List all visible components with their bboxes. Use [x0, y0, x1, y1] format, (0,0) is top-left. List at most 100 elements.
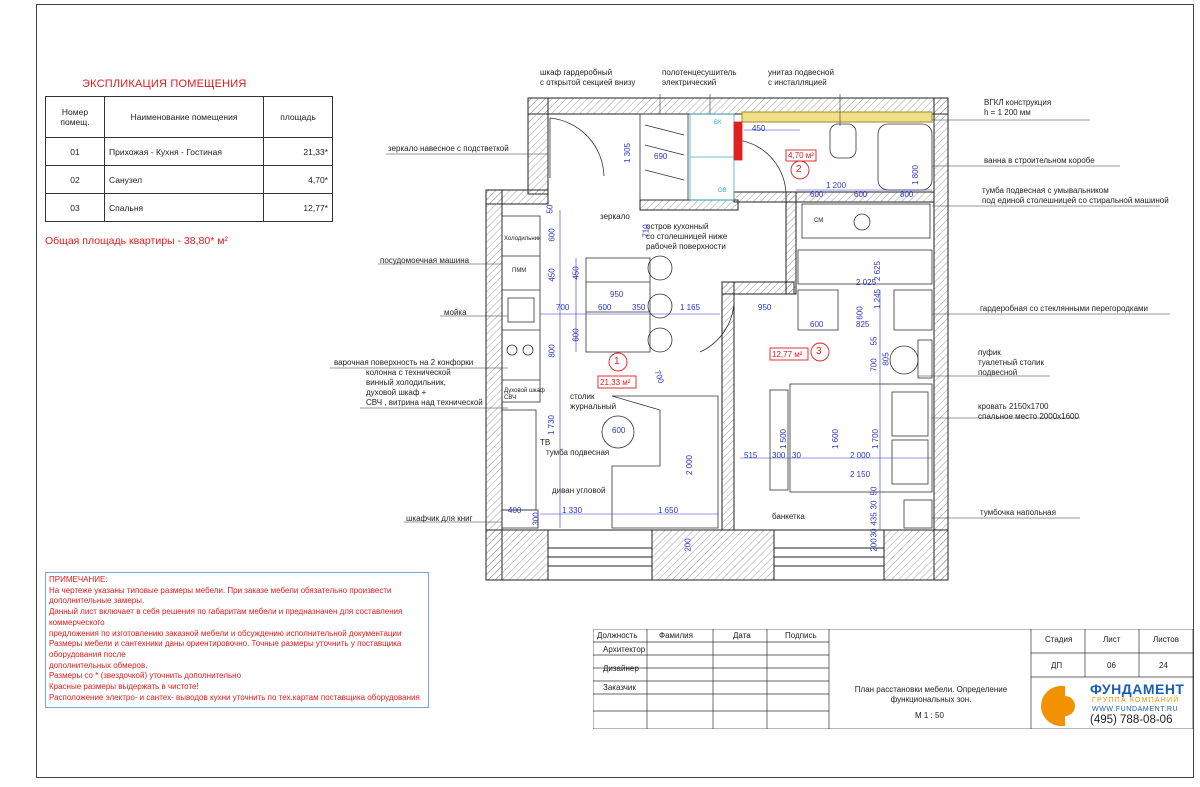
title-block: Должность Фамилия Дата Подпись Архитекто…	[593, 629, 1193, 729]
dimension-label: 600	[612, 426, 626, 435]
stamp-role: Заказчик	[603, 683, 636, 692]
bedroom-door-swing	[699, 295, 735, 353]
wall-right	[933, 97, 949, 581]
room-area: 4,70 м²	[788, 151, 814, 160]
label-island: остров кухонный со столешницей ниже рабо…	[646, 222, 728, 251]
dimension-label: 800	[900, 190, 914, 199]
label-cm: СМ	[814, 218, 824, 224]
dimension-label: 350	[632, 303, 646, 312]
dimension-label: 600	[810, 320, 824, 329]
notes-line: Размеры со * (звездочкой) уточнить допол…	[49, 671, 242, 681]
wall-bath-left	[785, 191, 797, 295]
dimension-label: 450	[571, 266, 581, 280]
label-towel-heater: полотенцесушитель электрический	[662, 68, 737, 87]
dimension-label: 1 730	[547, 414, 557, 436]
dimension-label: 200	[869, 538, 879, 552]
wall-bottom-seg1	[485, 529, 549, 581]
notes-line: предложения по изготовлению заказной меб…	[49, 628, 402, 638]
label-coffee-table: столик журнальный	[570, 392, 617, 411]
dimension-label: 1 165	[680, 303, 701, 312]
dimension-label: 710	[641, 224, 651, 238]
room-marker-3	[810, 342, 830, 362]
label-bed: кровать 2150х1700 спальное место 2000х16…	[978, 402, 1079, 421]
book-cabinet	[501, 509, 539, 529]
sheet-value: 06	[1107, 661, 1116, 670]
wall-partition-bedroom	[721, 281, 735, 531]
explication-header-num: Номер помещ.	[45, 96, 105, 138]
dimension-label: 1 200	[826, 181, 847, 190]
stage-label: Стадия	[1045, 635, 1073, 644]
dimension-label: 1 600	[831, 428, 841, 450]
dimension-label: 435	[869, 512, 879, 526]
label-vanity: тумба подвесная с умывальником под едино…	[982, 186, 1169, 205]
total-area: Общая площадь квартиры - 38,80* м²	[45, 235, 228, 247]
dimension-label: 300	[772, 451, 786, 460]
dimension-label: 700	[556, 303, 570, 312]
wall-hall-bottom	[639, 199, 739, 211]
label-bk: ВК	[714, 120, 722, 126]
dimension-label: 1 330	[562, 506, 583, 515]
dimension-label: 805	[881, 352, 891, 366]
dimension-label: 30	[869, 528, 879, 538]
dimension-label: 50	[545, 204, 555, 214]
wardrobe-hall	[639, 113, 689, 201]
bath-door-swing	[737, 139, 787, 197]
stamp-role: Архитектор	[603, 645, 646, 654]
label-ov: ОВ	[718, 188, 727, 194]
sheet-title: План расстановки мебели. Определение фун…	[854, 685, 1008, 704]
stage-value: ДП	[1051, 661, 1063, 670]
label-sink: мойка	[444, 308, 467, 317]
wall-partition-top	[721, 281, 795, 295]
company-phone: (495) 788-08-06	[1090, 714, 1173, 726]
dimension-label: 2 000	[850, 451, 871, 460]
notes-line: Красные размеры выдержать в чистоте!	[49, 682, 199, 692]
notes-box: ПРИМЕЧАНИЕ: На чертеже указаны типовые р…	[45, 572, 429, 708]
dimension-label: 1 650	[658, 506, 679, 515]
explication-row-area: 4,70*	[263, 165, 333, 194]
kitchen-island	[585, 257, 651, 353]
notes-line: Расположение электро- и сантех- выводов …	[49, 692, 420, 702]
vanity	[801, 203, 931, 239]
dimension-label: 1 700	[871, 428, 881, 450]
label-wardrobe-glass: гардеробная со стеклянными перегородками	[980, 304, 1148, 313]
room-area-box-2	[785, 149, 817, 162]
dimension-label: 50	[869, 486, 879, 496]
label-tv: ТВ	[540, 438, 551, 447]
sheets-label: Листов	[1153, 635, 1179, 644]
company-name: ФУНДАМЕНТ	[1090, 681, 1185, 697]
room-number: 1	[614, 356, 620, 367]
wall-bottom-seg2	[651, 529, 775, 581]
label-books: шкафчик для книг	[406, 514, 473, 523]
sheet-scale: М 1 : 50	[915, 711, 944, 720]
dimension-label: 700	[869, 358, 879, 372]
label-mirror-lit: зеркало навесное с подстветкой	[388, 144, 509, 153]
dimension-label: 2 000	[685, 454, 695, 476]
company-site: WWW.FUNDAMENT.RU	[1092, 706, 1179, 713]
dressing-table	[917, 339, 933, 379]
label-bench: банкетка	[772, 512, 805, 521]
label-mirror: зеркало	[600, 212, 630, 221]
notes-line: На чертеже указаны типовые размеры мебел…	[49, 585, 392, 606]
dimension-label: 600	[547, 228, 557, 242]
dimension-label: 2 150	[850, 470, 871, 479]
toilet	[829, 123, 857, 159]
gkl-wall	[741, 111, 933, 123]
room-area: 12,77 м²	[772, 350, 803, 359]
dimension-label: 950	[610, 290, 624, 299]
room-marker-1	[608, 352, 628, 372]
wall-bottom-seg3	[883, 529, 949, 581]
stamp-header: Должность	[597, 631, 638, 640]
dimension-label: 55	[869, 336, 879, 346]
wall-entry-left	[527, 97, 549, 195]
room-number: 2	[796, 164, 802, 175]
explication-table: Номер помещ. Наименование помещения площ…	[45, 96, 333, 222]
glass-wardrobe-right	[893, 289, 933, 331]
label-dishwasher: посудомоечная машина	[380, 256, 470, 265]
explication-row-name: Санузел	[104, 165, 264, 194]
notes-line: дополнительных обмеров.	[49, 660, 148, 670]
dimension-label: 1 305	[623, 142, 633, 164]
dimension-label: 450	[752, 124, 766, 133]
coffee-table	[601, 415, 635, 449]
label-column: колонна с технической винный холодильник…	[366, 368, 483, 407]
